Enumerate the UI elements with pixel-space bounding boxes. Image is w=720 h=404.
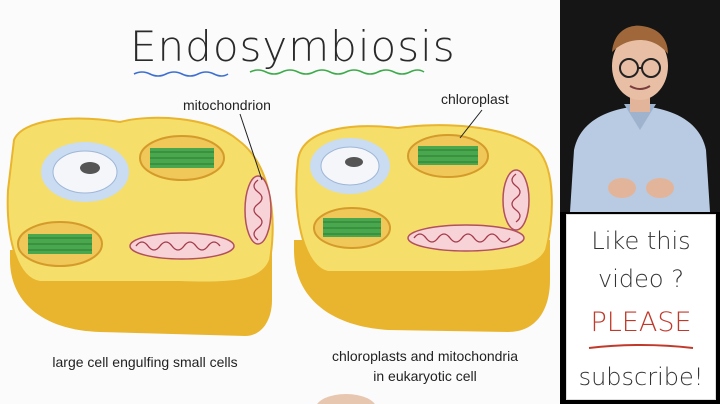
slide-title: Endosymbiosis [130, 22, 456, 71]
right-mitochondrion-1 [407, 224, 525, 252]
presenter-webcam [560, 0, 720, 212]
label-mitochondrion: mitochondrion [183, 97, 271, 113]
lecture-slide: Endosymbiosis mitochondrion chloroplast [0, 0, 560, 404]
please-underline [588, 344, 694, 349]
right-mitochondrion-2 [502, 169, 530, 231]
caption-left: large cell engulfing small cells [52, 354, 238, 370]
chloroplast-pointer [459, 109, 483, 139]
mitochondrion-pointer [239, 113, 263, 181]
left-nucleus [41, 142, 129, 202]
label-chloroplast: chloroplast [441, 91, 509, 107]
caption-right-line2: in eukaryotic cell [373, 368, 477, 384]
presenter-hand [317, 394, 375, 404]
subscribe-please: PLEASE [590, 307, 692, 338]
title-underline [133, 69, 425, 77]
right-cell-diagram [294, 109, 553, 332]
subscribe-card[interactable]: Like this video ? PLEASE subscribe! [566, 214, 716, 400]
right-chloroplast-1 [407, 134, 489, 178]
left-chloroplast-1 [139, 135, 225, 181]
right-chloroplast-2 [313, 207, 391, 249]
title-underline-blue [133, 71, 229, 77]
presenter-figure [560, 0, 720, 212]
subscribe-line-4: subscribe! [578, 363, 704, 391]
left-cell-diagram [6, 113, 274, 336]
left-chloroplast-2 [17, 221, 103, 267]
title-underline-green [249, 69, 425, 75]
caption-right-line1: chloroplasts and mitochondria [332, 348, 518, 364]
right-nucleus [310, 138, 390, 194]
subscribe-line-1: Like this [591, 227, 691, 255]
left-mitochondrion-2 [244, 175, 272, 245]
left-mitochondrion-1 [129, 232, 235, 260]
subscribe-line-2: video ? [598, 265, 684, 293]
